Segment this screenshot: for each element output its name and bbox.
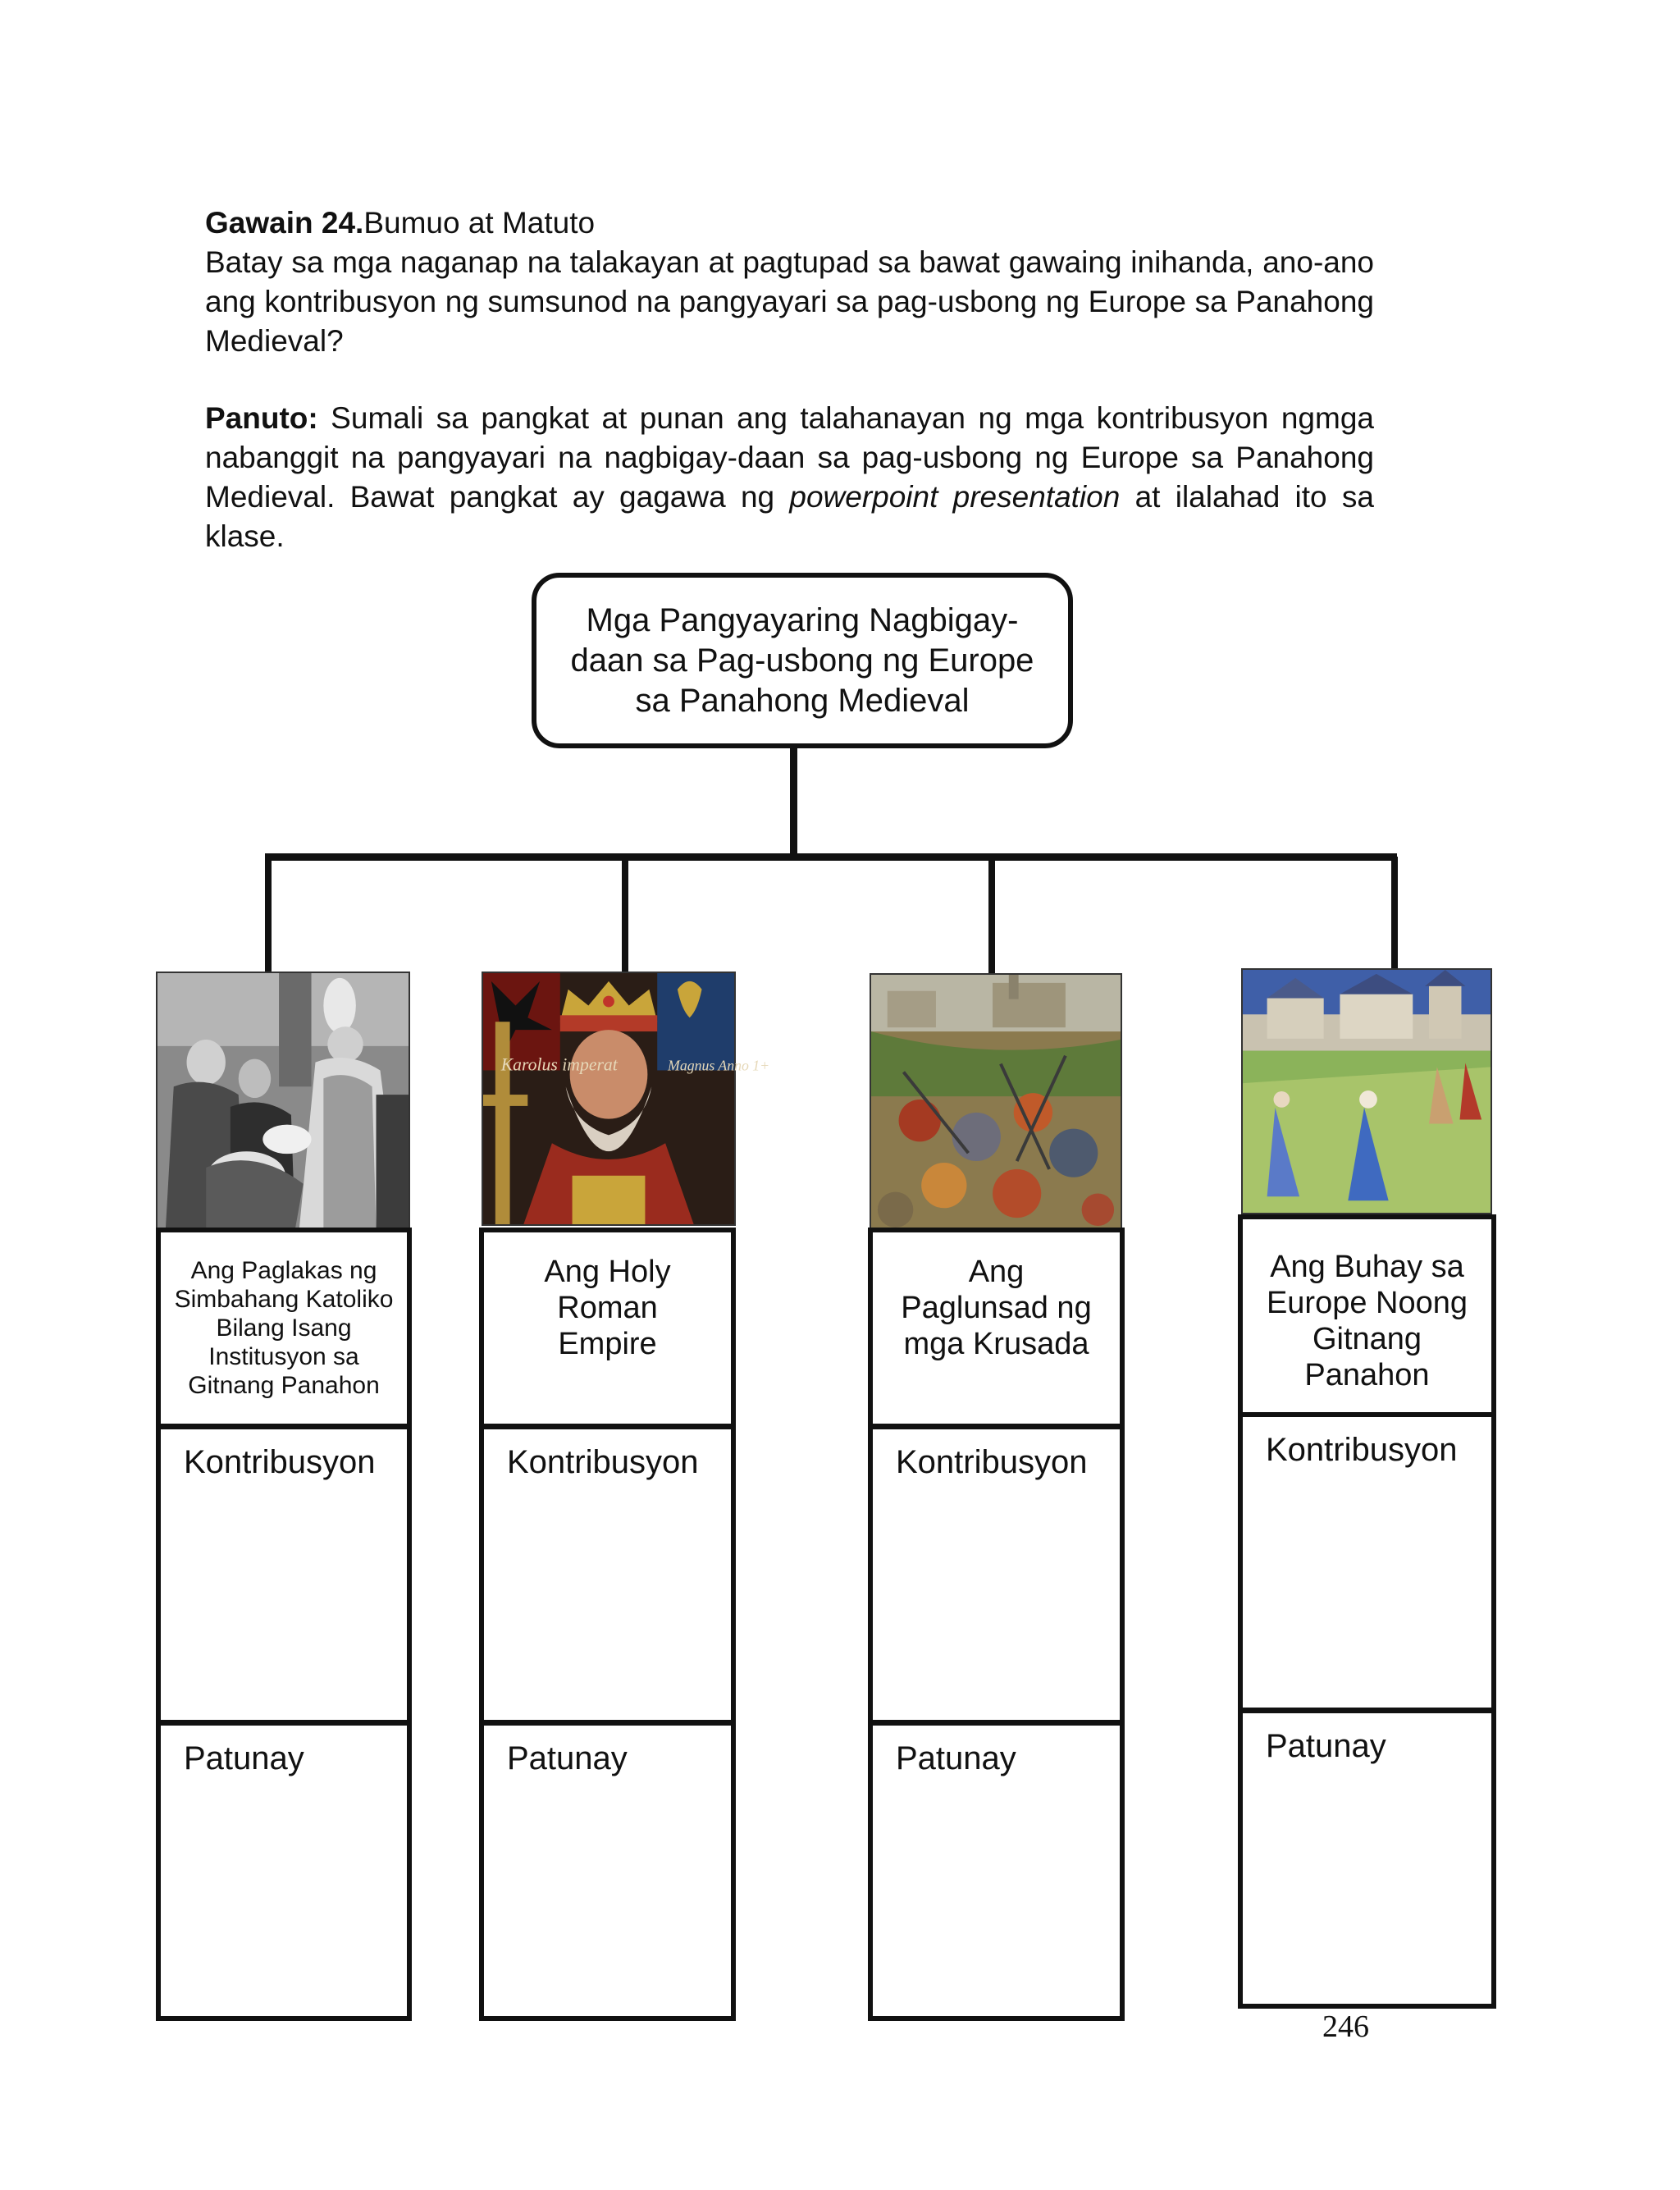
- branch-4-contribution-label: Kontribusyon: [1266, 1432, 1458, 1468]
- branch-3-contribution-cell: Kontribusyon: [868, 1424, 1125, 1725]
- activity-intro: Gawain 24.Bumuo at Matuto Batay sa mga n…: [205, 203, 1374, 361]
- branch-1-proof-cell: Patunay: [156, 1721, 412, 2021]
- directions: Panuto: Sumali sa pangkat at punan ang t…: [205, 399, 1374, 556]
- branch-3-proof-label: Patunay: [896, 1740, 1016, 1776]
- connector-branch-4: [1391, 857, 1398, 968]
- connector-branch-2: [622, 857, 628, 975]
- branch-3-contribution-label: Kontribusyon: [896, 1444, 1088, 1480]
- page-number: 246: [1322, 2009, 1369, 2044]
- directions-text: Panuto: Sumali sa pangkat at punan ang t…: [205, 401, 1374, 553]
- pope-coronation-engraving-image: [156, 972, 410, 1231]
- branch-4-title: Ang Buhay sa Europe Noong Gitnang Panaho…: [1238, 1214, 1496, 1417]
- branch-4-proof-cell: Patunay: [1238, 1708, 1496, 2009]
- connector-root-down: [790, 747, 797, 857]
- branch-2-title: Ang Holy Roman Empire: [479, 1228, 736, 1429]
- branch-3-title: Ang Paglunsad ng mga Krusada: [868, 1228, 1125, 1429]
- branch-1-contribution-cell: Kontribusyon: [156, 1424, 412, 1725]
- branch-1-proof-label: Patunay: [184, 1740, 304, 1776]
- connector-branch-1: [265, 857, 272, 972]
- branch-2-contribution-label: Kontribusyon: [507, 1444, 699, 1480]
- activity-question: Batay sa mga naganap na talakayan at pag…: [205, 245, 1374, 358]
- branch-4-proof-label: Patunay: [1266, 1728, 1386, 1764]
- charlemagne-right-inscription: Magnus Anno 1+: [667, 1057, 769, 1073]
- connector-horizontal: [265, 853, 1397, 861]
- medieval-castle-harvest-painting-image: [1241, 968, 1492, 1214]
- charlemagne-left-inscription: Karolus imperat: [500, 1054, 619, 1074]
- charlemagne-portrait-image: Karolus imperat Magnus Anno 1+: [482, 972, 769, 1226]
- branch-1-title: Ang Paglakas ng Simbahang Katoliko Bilan…: [156, 1228, 412, 1429]
- activity-title: Gawain 24.Bumuo at Matuto: [205, 206, 596, 240]
- branch-4-contribution-cell: Kontribusyon: [1238, 1412, 1496, 1712]
- branch-3-proof-cell: Patunay: [868, 1721, 1125, 2021]
- crusade-battle-painting-image: [870, 973, 1122, 1229]
- branch-1-contribution-label: Kontribusyon: [184, 1444, 376, 1480]
- diagram-root-box: Mga Pangyayaring Nagbigay-daan sa Pag-us…: [532, 573, 1073, 748]
- branch-2-proof-cell: Patunay: [479, 1721, 736, 2021]
- branch-2-contribution-cell: Kontribusyon: [479, 1424, 736, 1725]
- branch-2-proof-label: Patunay: [507, 1740, 628, 1776]
- directions-label: Panuto:: [205, 401, 318, 435]
- connector-branch-3: [988, 857, 995, 980]
